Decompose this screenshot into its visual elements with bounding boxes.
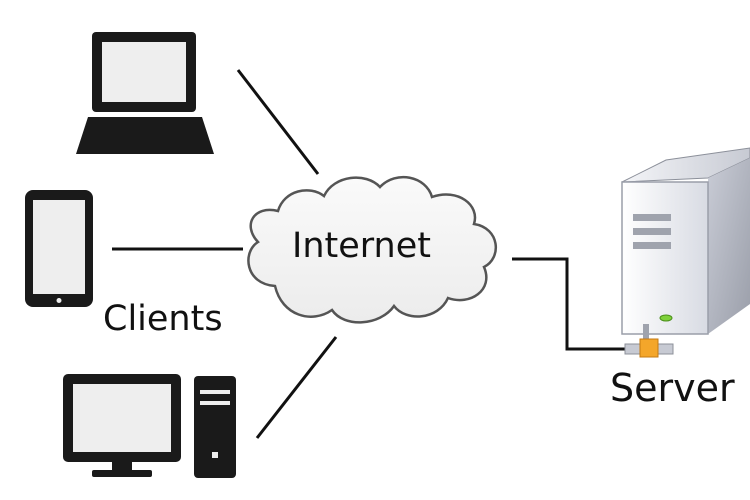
network-connector-icon	[624, 324, 674, 358]
cloud-icon	[247, 176, 498, 324]
internet-label: Internet	[292, 226, 431, 266]
smartphone-icon	[25, 190, 93, 307]
clients-label: Clients	[103, 299, 223, 339]
desktop-computer-icon	[63, 374, 236, 478]
link-desktop-internet	[255, 336, 338, 439]
connection-lines	[112, 69, 625, 439]
server-label: Server	[610, 366, 735, 410]
server-tower-icon	[621, 147, 750, 335]
laptop-icon	[76, 32, 214, 154]
link-internet-server	[512, 257, 625, 351]
link-laptop-internet	[236, 69, 320, 175]
